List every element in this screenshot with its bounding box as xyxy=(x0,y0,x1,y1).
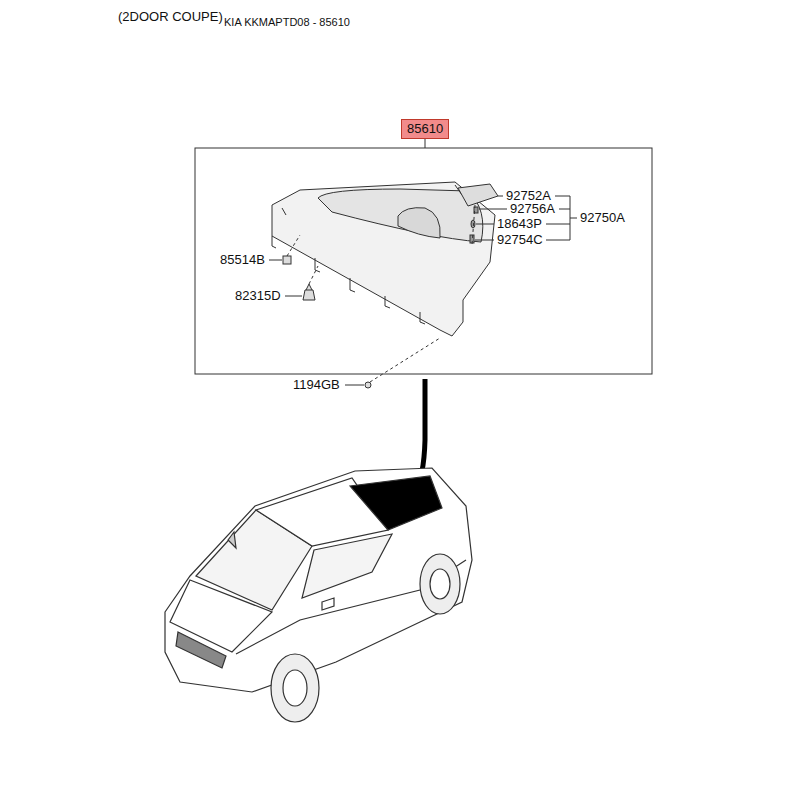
leader-line xyxy=(479,209,507,210)
fastener-part xyxy=(303,284,315,300)
part-number: 18643P xyxy=(497,217,542,231)
part-number: 85610 xyxy=(407,121,443,137)
screw-part xyxy=(365,382,371,388)
leader-line xyxy=(309,266,318,284)
leader-line xyxy=(476,224,494,225)
diagram-title: (2DOOR COUPE) xyxy=(118,10,223,24)
leader-line xyxy=(425,138,426,148)
leader-line xyxy=(475,240,494,241)
leader-line xyxy=(269,260,282,261)
car-illustration xyxy=(165,468,472,722)
leader-line xyxy=(345,385,364,386)
part-number: 92750A xyxy=(580,211,625,225)
lamp-part xyxy=(458,184,498,206)
leader-line xyxy=(498,196,503,197)
part-number: 92754C xyxy=(497,233,543,247)
catalog-reference: KIA KKMAPTD08 - 85610 xyxy=(224,16,350,28)
clip-part xyxy=(283,256,291,264)
part-number: 85514B xyxy=(220,253,265,267)
leader-line xyxy=(285,296,302,297)
parcel-shelf xyxy=(272,182,495,336)
part-number: 82315D xyxy=(235,289,281,303)
part-number: 1194GB xyxy=(293,378,340,392)
leader-line xyxy=(370,338,440,382)
leader-line xyxy=(287,235,300,256)
group-frame xyxy=(195,148,652,374)
bulb-part xyxy=(471,220,475,228)
leader-line xyxy=(472,205,475,245)
part-number: 92756A xyxy=(510,202,555,216)
part-number-box: 85610 xyxy=(401,119,449,139)
